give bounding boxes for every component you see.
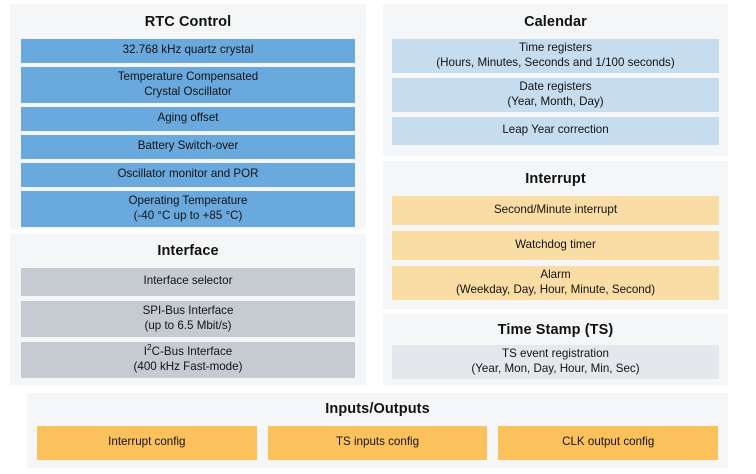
panel-interface: Interface Interface selector SPI-Bus Int… [10,234,366,385]
i2c-suffix: C-Bus Interface (400 kHz Fast-mode) [133,345,243,373]
calendar-item-date-registers[interactable]: Date registers (Year, Month, Day) [392,77,719,112]
rtc-item-operating-temperature[interactable]: Operating Temperature (-40 °C up to +85 … [21,190,355,227]
panel-time-stamp: Time Stamp (TS) TS event registration (Y… [383,314,728,385]
i2c-prefix: I [143,345,148,359]
panel-title-rtc-control: RTC Control [144,14,232,30]
io-item-interrupt-config[interactable]: Interrupt config [37,425,257,460]
panel-rtc-control: RTC Control 32.768 kHz quartz crystal Te… [10,4,366,229]
rtc-item-tcxo[interactable]: Temperature Compensated Crystal Oscillat… [21,66,355,103]
io-item-clk-output-config[interactable]: CLK output config [498,425,719,460]
interface-item-i2c-bus[interactable]: I2C-Bus Interface (400 kHz Fast-mode) [21,341,355,378]
io-item-ts-inputs-config[interactable]: TS inputs config [267,425,488,460]
interface-item-selector[interactable]: Interface selector [21,267,355,296]
rtc-control-bar-list: 32.768 kHz quartz crystal Temperature Co… [10,38,366,227]
inputs-outputs-bar-list: Interrupt config TS inputs config CLK ou… [27,425,728,460]
interrupt-bar-list: Second/Minute interrupt Watchdog timer A… [383,195,728,300]
calendar-item-leap-year-correction[interactable]: Leap Year correction [392,116,719,145]
panel-title-inputs-outputs: Inputs/Outputs [325,401,430,417]
panel-title-time-stamp: Time Stamp (TS) [497,322,614,338]
interrupt-item-watchdog-timer[interactable]: Watchdog timer [392,230,719,260]
panel-title-calendar: Calendar [524,14,587,30]
rtc-item-oscillator-monitor-por[interactable]: Oscillator monitor and POR [21,162,355,187]
interrupt-item-second-minute[interactable]: Second/Minute interrupt [392,195,719,225]
interface-bar-list: Interface selector SPI-Bus Interface (up… [10,267,366,378]
time-stamp-bar-list: TS event registration (Year, Mon, Day, H… [383,344,728,379]
i2c-label: I2C-Bus Interface (400 kHz Fast-mode) [133,342,243,373]
i2c-superscript: 2 [147,342,152,353]
panel-calendar: Calendar Time registers (Hours, Minutes,… [383,4,728,156]
interrupt-item-alarm[interactable]: Alarm (Weekday, Day, Hour, Minute, Secon… [392,265,719,300]
panel-title-interrupt: Interrupt [525,171,586,187]
rtc-item-aging-offset[interactable]: Aging offset [21,106,355,131]
rtc-item-battery-switch-over[interactable]: Battery Switch-over [21,134,355,159]
rtc-item-quartz-crystal[interactable]: 32.768 kHz quartz crystal [21,38,355,63]
interface-item-spi-bus[interactable]: SPI-Bus Interface (up to 6.5 Mbit/s) [21,300,355,337]
panel-title-interface: Interface [157,243,219,259]
calendar-bar-list: Time registers (Hours, Minutes, Seconds … [383,38,728,145]
panel-inputs-outputs: Inputs/Outputs Interrupt config TS input… [27,393,728,468]
time-stamp-item-event-registration[interactable]: TS event registration (Year, Mon, Day, H… [392,344,719,379]
panel-interrupt: Interrupt Second/Minute interrupt Watchd… [383,161,728,309]
calendar-item-time-registers[interactable]: Time registers (Hours, Minutes, Seconds … [392,38,719,73]
